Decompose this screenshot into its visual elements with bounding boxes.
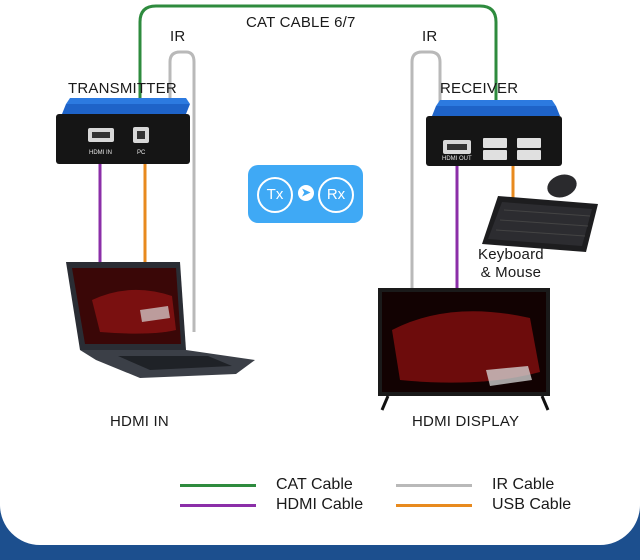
arrow-right-icon: ➤ [298, 185, 314, 201]
hdmi-in-port-label: HDMI IN [89, 150, 112, 156]
rx-circle: Rx [318, 177, 354, 213]
legend-label-usb: USB Cable [492, 496, 572, 513]
cat-cable-line [138, 4, 498, 120]
hdmi-in-label: HDMI IN [110, 413, 169, 430]
keyboard-mouse-label: Keyboard & Mouse [478, 246, 544, 281]
legend-item-ir: IR Cable [396, 476, 554, 494]
receiver-device [426, 100, 562, 166]
legend-item-hdmi: HDMI Cable [180, 496, 363, 514]
legend-item-usb: USB Cable [396, 496, 571, 514]
ir-right-label: IR [422, 28, 438, 45]
hdmi-out-port-label: HDMI OUT [442, 156, 472, 162]
pc-port-label: PC [137, 150, 146, 156]
tx-rx-badge: Tx ➤ Rx [248, 165, 363, 223]
tx-circle: Tx [257, 177, 293, 213]
ir-left-label: IR [170, 28, 186, 45]
legend-swatch-ir [396, 483, 472, 487]
legend-swatch-cat [180, 483, 256, 487]
legend-label-hdmi: HDMI Cable [276, 496, 364, 513]
receiver-label: RECEIVER [440, 80, 519, 97]
mouse-image [547, 174, 577, 198]
transmitter-device [56, 98, 190, 164]
keyboard-image [482, 196, 598, 252]
display-image [378, 288, 550, 411]
legend-swatch-hdmi [180, 503, 256, 507]
legend-label-ir: IR Cable [492, 476, 555, 493]
laptop-image [66, 262, 255, 378]
ir-cable-left-line [168, 50, 196, 332]
cat-cable-label: CAT CABLE 6/7 [246, 14, 356, 31]
transmitter-label: TRANSMITTER [68, 80, 177, 97]
ir-cable-right-line [410, 50, 442, 290]
legend-label-cat: CAT Cable [276, 476, 353, 493]
legend-item-cat: CAT Cable [180, 476, 353, 494]
hdmi-display-label: HDMI DISPLAY [412, 413, 520, 430]
legend-swatch-usb [396, 503, 472, 507]
